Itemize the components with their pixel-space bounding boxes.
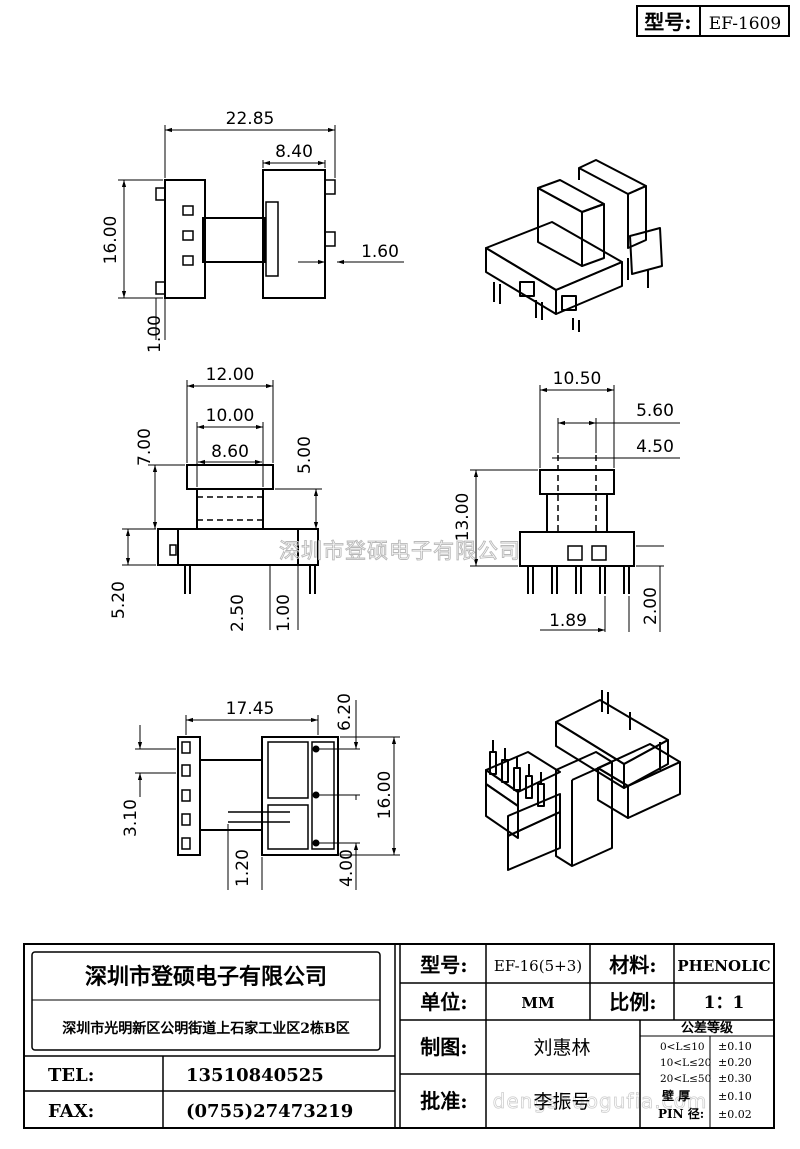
material-value: PHENOLIC — [677, 957, 770, 975]
dim-16-00-bottom: 16.00 — [375, 771, 395, 820]
tolerance-table: 0<L≤10 ±0.10 10<L≤20 ±0.20 20<L≤50 ±0.30… — [658, 1040, 752, 1121]
fax-label: FAX: — [48, 1101, 94, 1122]
dim-13-00: 13.00 — [453, 493, 473, 542]
dim-5-20: 5.20 — [109, 581, 129, 619]
dim-1-60: 1.60 — [361, 242, 399, 262]
model-label: 型号: — [420, 953, 467, 977]
approved-label: 批准: — [420, 1089, 467, 1113]
front-view — [122, 380, 322, 630]
dim-2-50: 2.50 — [228, 594, 248, 632]
tolerance-range: 0<L≤10 — [660, 1041, 705, 1053]
fax-value: (0755)27473219 — [186, 1101, 353, 1122]
dim-4-00: 4.00 — [337, 849, 357, 887]
isometric-view-top — [485, 159, 663, 332]
side-view — [470, 385, 680, 633]
tel-value: 13510840525 — [186, 1065, 324, 1086]
dim-5-60: 5.60 — [636, 401, 674, 421]
tolerance-value: ±0.10 — [718, 1040, 752, 1053]
header-model-value: EF-1609 — [709, 14, 781, 34]
dim-6-20: 6.20 — [335, 693, 355, 731]
header-model-label: 型号: — [644, 10, 691, 34]
watermark-bottom: dengshuogufia.com — [493, 1089, 708, 1113]
bottom-view — [135, 700, 400, 890]
dim-10-00: 10.00 — [206, 406, 255, 426]
tolerance-range: 20<L≤50 — [660, 1073, 711, 1085]
title-block — [23, 943, 775, 1129]
scale-value: 1：1 — [704, 993, 745, 1013]
drawn-label: 制图: — [420, 1035, 467, 1059]
dim-1-00-front: 1.00 — [274, 594, 294, 632]
dim-22-85: 22.85 — [226, 109, 275, 129]
tolerance-range: 壁 厚 — [662, 1088, 690, 1103]
dim-8-40: 8.40 — [275, 142, 313, 162]
dim-16-00: 16.00 — [101, 216, 121, 265]
model-value: EF-16(5+3) — [494, 957, 582, 975]
dim-8-60: 8.60 — [211, 442, 249, 462]
watermark-center: 深圳市登硕电子有限公司 — [279, 539, 521, 563]
unit-value: MM — [521, 994, 554, 1012]
isometric-view-bottom — [485, 690, 681, 871]
tolerance-range: 10<L≤20 — [660, 1057, 711, 1069]
dim-12-00: 12.00 — [206, 365, 255, 385]
dim-7-00: 7.00 — [135, 428, 155, 466]
dim-1-89: 1.89 — [549, 611, 587, 631]
company-address: 深圳市光明新区公明街道上石家工业区2栋B区 — [62, 1020, 350, 1037]
company-name: 深圳市登硕电子有限公司 — [85, 964, 327, 990]
tolerance-title: 公差等级 — [681, 1020, 734, 1036]
tolerance-value: ±0.02 — [718, 1108, 752, 1121]
dim-10-50: 10.50 — [553, 369, 602, 389]
dim-3-10: 3.10 — [121, 799, 141, 837]
tel-label: TEL: — [48, 1065, 94, 1086]
header-model-box: 型号: EF-1609 — [636, 5, 790, 37]
approved-value: 李振号 — [533, 1091, 590, 1113]
dim-4-50: 4.50 — [636, 437, 674, 457]
top-view — [118, 125, 404, 340]
scale-label: 比例: — [609, 990, 656, 1014]
tolerance-value: ±0.10 — [718, 1090, 752, 1103]
dim-17-45: 17.45 — [226, 699, 275, 719]
dim-1-20: 1.20 — [233, 849, 253, 887]
dim-2-00: 2.00 — [641, 587, 661, 625]
material-label: 材料: — [609, 953, 656, 977]
tolerance-range: PIN 径: — [658, 1106, 704, 1121]
dim-5-00: 5.00 — [295, 436, 315, 474]
dim-1-00-top: 1.00 — [145, 315, 165, 353]
unit-label: 单位: — [420, 990, 467, 1014]
drawn-value: 刘惠林 — [533, 1037, 590, 1059]
tolerance-value: ±0.30 — [718, 1072, 752, 1085]
tolerance-value: ±0.20 — [718, 1056, 752, 1069]
